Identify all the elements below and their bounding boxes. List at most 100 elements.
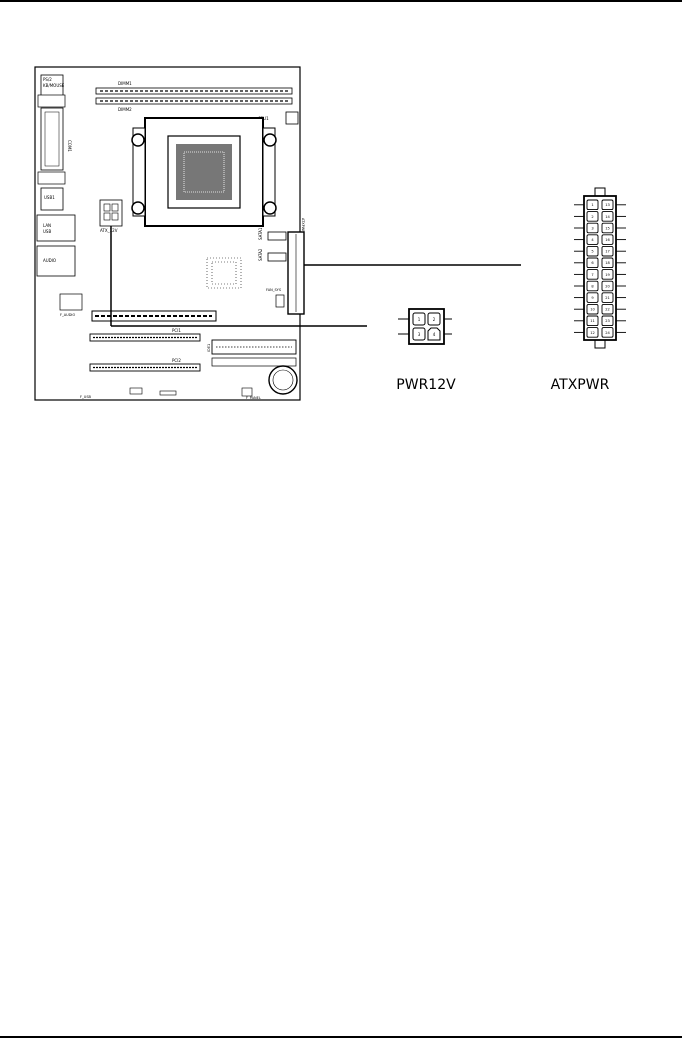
atxpwr-pin-label-20: 20 bbox=[605, 284, 610, 288]
pwr12v-pin-1 bbox=[412, 312, 426, 326]
sata2-label: SATA2 bbox=[258, 248, 263, 261]
atxpwr-pin-label-7: 7 bbox=[591, 273, 593, 277]
cpu-pin-grid-inner bbox=[183, 151, 225, 193]
mount-hole-tr bbox=[263, 133, 277, 147]
pwr12v-pin-2 bbox=[427, 312, 441, 326]
atxpwr-pin-24 bbox=[601, 327, 614, 338]
atxpwr-latch-top bbox=[594, 187, 606, 197]
cpu-fan-header bbox=[285, 111, 299, 125]
sata1-connector bbox=[267, 231, 287, 241]
board-atxpwr-label: ATXPWR bbox=[301, 218, 305, 233]
cpu-pin-grid bbox=[176, 144, 232, 200]
floppy-connector bbox=[211, 357, 297, 367]
atxpwr-pin-label-8: 8 bbox=[591, 284, 594, 288]
atxpwr-pin-3 bbox=[586, 222, 599, 234]
pwr12v-detail: 1 2 3 4 bbox=[398, 308, 452, 345]
pwr12v-pin-label-1: 1 bbox=[418, 317, 421, 322]
audio-label: AUDIO bbox=[43, 258, 56, 263]
ps2-sub-label: KB/MOUSE bbox=[43, 83, 65, 88]
atxpwr-pin-11 bbox=[586, 315, 599, 327]
ps2-bracket bbox=[37, 94, 66, 108]
pci2-label: PCI2 bbox=[172, 358, 181, 363]
ide-label: IDE1 bbox=[207, 344, 211, 352]
atxpwr-pin-7 bbox=[586, 269, 599, 280]
sata1-label: SATA1 bbox=[258, 227, 263, 240]
atxpwr-pin-12 bbox=[586, 327, 599, 338]
atxpwr-pin-10 bbox=[586, 303, 599, 315]
lan-label: LAN bbox=[43, 223, 51, 228]
atxpwr-pin-label-13: 13 bbox=[605, 203, 610, 207]
bottom-header bbox=[159, 390, 177, 396]
com-port-inner bbox=[44, 111, 60, 167]
atxpwr-pin-13 bbox=[601, 199, 614, 211]
atxpwr-pin-label-12: 12 bbox=[590, 331, 595, 335]
atxpwr-pin-label-11: 11 bbox=[590, 319, 595, 323]
retention-clip-right bbox=[262, 127, 276, 217]
front-panel-label: F_PANEL bbox=[246, 396, 261, 400]
dimm-slots: DIMM1 DIMM2 bbox=[95, 81, 293, 112]
atxpwr-pin-21 bbox=[601, 292, 614, 303]
atxpwr-pin-label-1: 1 bbox=[591, 203, 593, 207]
atxpwr-pin-label-24: 24 bbox=[605, 331, 610, 335]
atxpwr-title: ATXPWR bbox=[551, 377, 610, 393]
board-atx12v-label: ATX_12V bbox=[100, 228, 118, 233]
front-usb-label: F_USB bbox=[80, 395, 92, 399]
atxpwr-pin-5 bbox=[586, 245, 599, 257]
atxpwr-pin-label-4: 4 bbox=[591, 238, 594, 242]
cpu-socket-area bbox=[131, 117, 277, 227]
chipset-dots bbox=[206, 257, 242, 289]
atxpwr-pin-label-21: 21 bbox=[605, 296, 610, 300]
atxpwr-pin-22 bbox=[601, 303, 614, 315]
front-panel-header bbox=[241, 387, 253, 397]
cmos-battery-inner bbox=[272, 369, 294, 391]
atxpwr-pin-label-14: 14 bbox=[605, 215, 610, 219]
atxpwr-pin-label-3: 3 bbox=[591, 226, 593, 230]
atxpwr-pin-label-16: 16 bbox=[605, 238, 610, 242]
sys-fan-header bbox=[275, 294, 285, 308]
atxpwr-pin-label-9: 9 bbox=[591, 296, 594, 300]
atxpwr-pin-19 bbox=[601, 269, 614, 280]
atxpwr-pin-17 bbox=[601, 245, 614, 257]
usb-label: USB1 bbox=[44, 195, 55, 200]
com-label: COM1 bbox=[67, 140, 72, 152]
atxpwr-pin-9 bbox=[586, 292, 599, 303]
board-atx12v-pin1 bbox=[103, 203, 111, 212]
lan-sub-label: USB bbox=[43, 229, 51, 234]
audio-port bbox=[36, 245, 76, 277]
usb-port bbox=[40, 187, 64, 211]
atxpwr-pin-20 bbox=[601, 280, 614, 292]
mount-hole-bl bbox=[131, 201, 145, 215]
dimm1-slot bbox=[95, 87, 293, 95]
pwr12v-pin-label-4: 4 bbox=[433, 332, 436, 337]
pwr12v-pin-4 bbox=[427, 327, 441, 341]
bottom-rule bbox=[0, 1036, 682, 1038]
atxpwr-pin-1 bbox=[586, 199, 599, 211]
com-port bbox=[40, 107, 64, 171]
board-atx12v-pin4 bbox=[111, 212, 119, 221]
sys-fan-label: FAN_SYS bbox=[266, 288, 282, 292]
mount-hole-tl bbox=[131, 133, 145, 147]
atxpwr-latch-bottom bbox=[594, 339, 606, 349]
chipset-dots-inner bbox=[211, 261, 237, 285]
pci1-label: PCI1 bbox=[172, 328, 181, 333]
atxpwr-pin-23 bbox=[601, 315, 614, 327]
dimm2-label: DIMM2 bbox=[118, 107, 132, 112]
pwr12v-title: PWR12V bbox=[396, 377, 456, 393]
atxpwr-pin-16 bbox=[601, 234, 614, 245]
atxpwr-pin-label-6: 6 bbox=[591, 261, 594, 265]
pwr12v-pin-label-2: 2 bbox=[433, 317, 436, 322]
pcie-x16-slot bbox=[91, 310, 217, 322]
chipset-area bbox=[206, 257, 242, 289]
atxpwr-pin-label-18: 18 bbox=[605, 261, 610, 265]
ps2-label: PS/2 bbox=[43, 77, 52, 82]
sata2-connector bbox=[267, 252, 287, 262]
board-atx12v bbox=[99, 199, 123, 227]
retention-clip-left bbox=[132, 127, 146, 217]
atxpwr-pin-label-19: 19 bbox=[605, 273, 610, 277]
atxpwr-pin-2 bbox=[586, 211, 599, 222]
com-bracket bbox=[37, 171, 66, 185]
atxpwr-pin-label-23: 23 bbox=[605, 319, 610, 323]
pwr12v-pin-label-3: 3 bbox=[418, 332, 421, 337]
